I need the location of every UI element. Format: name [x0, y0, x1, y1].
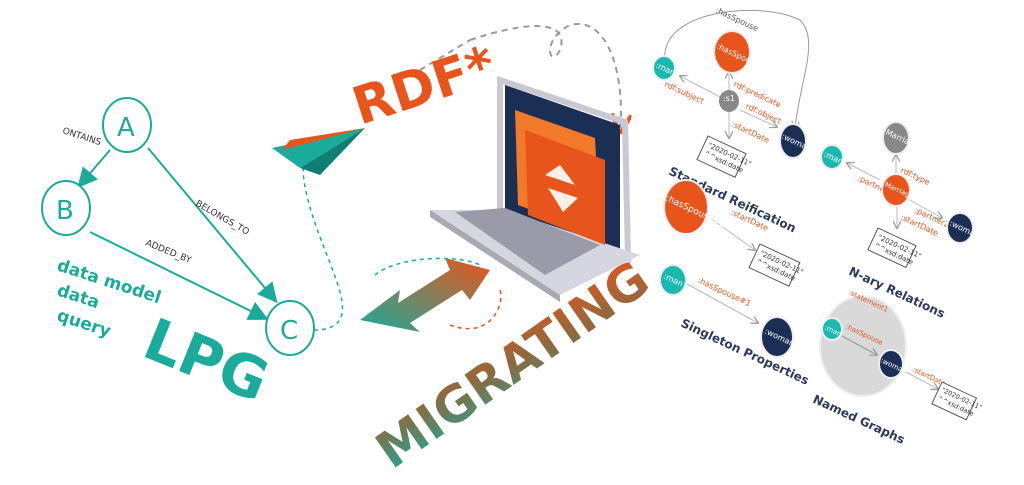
- node-a: [102, 97, 152, 153]
- node-b: [41, 180, 91, 236]
- svg-text::s1: :s1: [723, 94, 735, 103]
- node-c-label: C: [280, 316, 298, 346]
- svg-text:rdf:subject: rdf:subject: [663, 80, 705, 106]
- lpg-graph: [41, 97, 344, 356]
- svg-text::hasSpouse#1: :hasSpouse#1: [696, 276, 752, 309]
- migrating-title: MIGRATING: [366, 250, 660, 480]
- named-graphs-diagram: :statement1 :hasSpouse :man :woman :star…: [811, 289, 983, 447]
- svg-text::startDate: :startDate: [730, 120, 771, 145]
- nary-relations-diagram: :partner1 rdf:type :partner2 :startDate …: [820, 121, 981, 321]
- lpg-feature-query: query: [54, 306, 113, 342]
- edge-belongs-to: [147, 147, 278, 304]
- node-c: [265, 300, 315, 356]
- lpg-title: LPG: [135, 305, 278, 416]
- singleton-properties-diagram: :startDate :hasSpouse#1 "2020-02-11" ^^x…: [659, 179, 811, 388]
- rdf-star-title: RDF*: [345, 35, 502, 137]
- paper-plane-icon: [272, 128, 365, 175]
- edge-label-contains: ONTAINS: [61, 126, 102, 148]
- edge-added-by: [89, 231, 269, 320]
- node-a-label: A: [117, 113, 135, 143]
- named-graphs-title: Named Graphs: [811, 392, 907, 447]
- laptop-icon: [430, 75, 640, 302]
- bidirectional-arrow-icon: [360, 257, 502, 332]
- transfer-icon: [545, 165, 578, 212]
- svg-text::hasSpouse: :hasSpouse: [714, 6, 760, 34]
- edge-contains: [77, 149, 111, 189]
- edge-label-belongs-to: BELONGS_TO: [194, 199, 251, 238]
- node-b-label: B: [56, 196, 74, 226]
